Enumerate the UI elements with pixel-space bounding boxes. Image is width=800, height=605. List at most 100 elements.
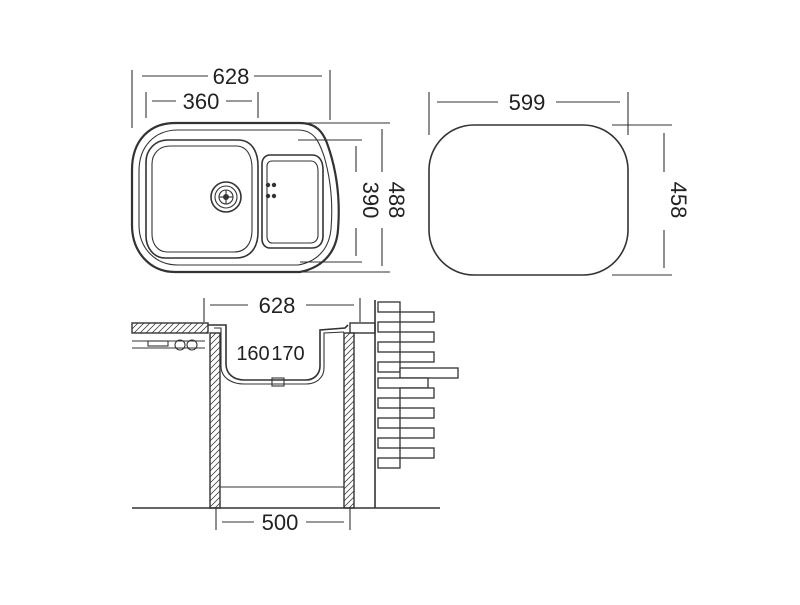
- hatch-line: [133, 322, 145, 334]
- cutout-shape: [428, 124, 629, 276]
- hatch-line: [209, 352, 221, 364]
- hatch-line: [343, 358, 355, 370]
- hatch-line: [343, 400, 355, 412]
- hatch-line: [343, 334, 355, 346]
- brick: [399, 331, 435, 343]
- hatch-line: [343, 332, 351, 340]
- hatch-line: [187, 322, 199, 334]
- brick: [399, 351, 435, 363]
- label-bowl-depth-main: 160: [236, 343, 269, 365]
- sink-section-inner: [214, 327, 345, 385]
- hatch-line: [343, 370, 355, 382]
- hatch-line: [199, 324, 209, 334]
- hatch-line: [209, 466, 221, 478]
- hatch-line: [209, 460, 221, 472]
- dimension-cutout-width: 599: [428, 90, 629, 135]
- hatch-line: [209, 364, 221, 376]
- cabinet-wall-left: [209, 332, 221, 509]
- brick: [377, 457, 401, 469]
- hatch-line: [343, 490, 355, 502]
- hatch-line: [209, 346, 221, 358]
- hatch-line: [343, 472, 355, 484]
- hatch-line: [209, 478, 221, 490]
- brick: [377, 417, 401, 429]
- dimension-section-width: 628: [203, 293, 361, 322]
- hatch-line: [209, 484, 221, 496]
- hatch-line: [209, 496, 221, 508]
- hatch-line: [209, 376, 221, 388]
- hatch-line: [163, 322, 175, 334]
- hatch-line: [343, 418, 355, 430]
- hatch-line: [209, 442, 221, 454]
- label-top-width: 628: [213, 64, 250, 89]
- cutout-view: 599 458: [428, 90, 691, 276]
- drain-outlet: [271, 377, 285, 387]
- main-bowl: [145, 139, 259, 259]
- hatch-line: [209, 400, 221, 412]
- brick: [377, 341, 401, 353]
- hatch-line: [145, 322, 157, 334]
- overflow-icon: [265, 182, 277, 199]
- brick: [377, 437, 401, 449]
- hatch-line: [343, 466, 355, 478]
- main-bowl-inner: [151, 145, 253, 253]
- dimension-cabinet-width: 500: [215, 508, 351, 535]
- label-section-width: 628: [259, 293, 296, 318]
- hatch-line: [343, 430, 355, 442]
- hatch-line: [214, 502, 221, 509]
- hatch-line: [209, 490, 221, 502]
- hatch-line: [343, 346, 355, 358]
- label-outer-depth: 488: [384, 182, 409, 219]
- hatch-line: [175, 322, 187, 334]
- dimension-inner-depth: 390: [298, 139, 383, 263]
- hatch-line: [209, 412, 221, 424]
- section-view: 160 170 628 500: [131, 293, 459, 535]
- hatch-line: [205, 330, 209, 334]
- dimension-bowl-width: 360: [145, 89, 259, 118]
- hatch-line: [139, 322, 151, 334]
- hatch-line: [343, 382, 355, 394]
- sink-rim: [138, 129, 333, 266]
- brick: [377, 397, 401, 409]
- hatch-line: [209, 406, 221, 418]
- hatch-line: [209, 358, 221, 370]
- hatch-line: [209, 334, 221, 346]
- brick: [377, 377, 429, 389]
- hatch-line: [169, 322, 181, 334]
- brick: [399, 447, 435, 459]
- brick: [399, 311, 435, 323]
- brick: [399, 427, 435, 439]
- countertop-left: [131, 322, 209, 334]
- hatch-line: [343, 442, 355, 454]
- hatch-line: [209, 340, 221, 352]
- hatch-line: [343, 394, 355, 406]
- hatch-line: [343, 496, 355, 508]
- hatch-line: [209, 388, 221, 400]
- drain-icon: [210, 181, 242, 213]
- hatch-line: [151, 322, 163, 334]
- hatch-line: [209, 430, 221, 442]
- hatch-line: [343, 352, 355, 364]
- label-cabinet-width: 500: [262, 510, 299, 535]
- hatch-line: [343, 460, 355, 472]
- hatch-line: [209, 394, 221, 406]
- brick-wall: [374, 300, 459, 508]
- hatch-line: [343, 436, 355, 448]
- label-bowl-depth-second: 170: [271, 343, 304, 365]
- countertop-right: [349, 322, 376, 334]
- hatch-line: [343, 484, 355, 496]
- label-bowl-width: 360: [183, 89, 220, 114]
- secondary-bowl-inner: [266, 160, 319, 244]
- hatch-line: [209, 382, 221, 394]
- dimension-top-width: 628: [131, 64, 331, 128]
- hatch-line: [131, 322, 139, 330]
- hatch-line: [343, 454, 355, 466]
- hatch-line: [209, 332, 217, 340]
- sink-section: [208, 324, 349, 381]
- brick: [399, 367, 459, 379]
- hatch-line: [193, 322, 205, 334]
- brick: [399, 407, 435, 419]
- brick: [377, 321, 401, 333]
